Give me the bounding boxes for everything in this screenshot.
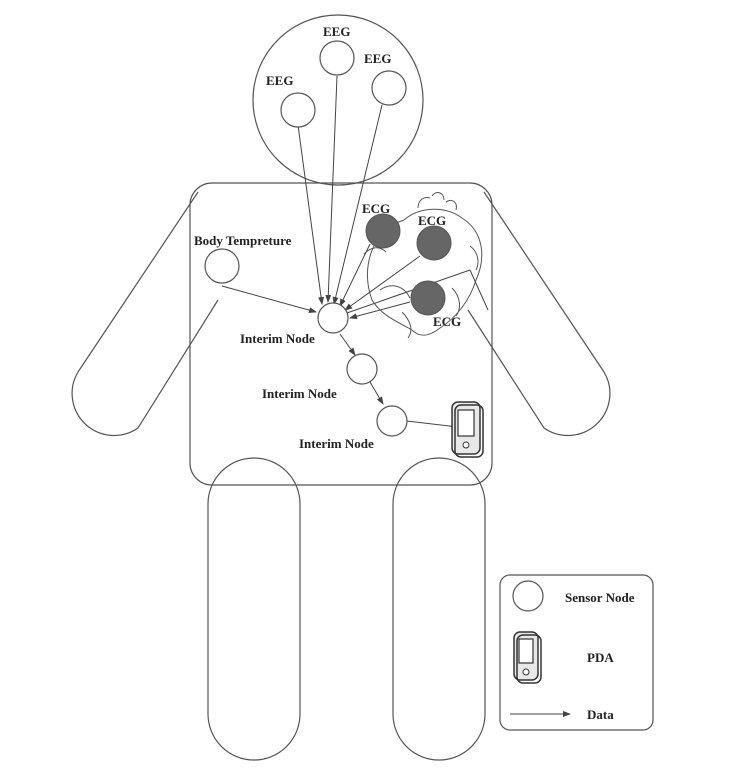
interim-node-2 — [346, 353, 378, 385]
right-leg-outline — [392, 457, 486, 761]
label-eeg-right: EEG — [364, 51, 391, 66]
arrow-ecg2-to-interim — [344, 255, 421, 311]
label-interim-node-3: Interim Node — [299, 436, 374, 451]
label-interim-node-1: Interim Node — [240, 331, 315, 346]
label-ecg-2: ECG — [418, 213, 446, 228]
eeg-sensor-node-1 — [280, 92, 316, 128]
arrow-interim1-to-interim2 — [339, 333, 356, 356]
torso-outline — [189, 182, 493, 486]
body-outline — [71, 14, 611, 761]
ecg-sensor-node-1 — [365, 213, 401, 249]
interim-node-3 — [376, 405, 408, 437]
label-body-temperature: Body Tempreture — [194, 233, 292, 248]
label-eeg-top: EEG — [323, 24, 350, 39]
pda-device-icon — [451, 401, 484, 458]
arrow-bodytemp-to-interim — [221, 285, 317, 314]
legend-box — [499, 574, 654, 731]
data-flow-arrows — [221, 75, 489, 431]
eeg-sensor-node-2 — [319, 40, 355, 76]
ecg-sensor-node-3 — [410, 280, 446, 316]
left-leg-outline — [207, 457, 301, 761]
legend-data-label: Data — [587, 707, 614, 722]
interim-node-1 — [317, 302, 349, 334]
head-outline — [252, 14, 424, 186]
arrow-eeg3-to-interim — [332, 104, 383, 305]
arrow-eeg2-to-interim — [325, 75, 338, 303]
arrow-ecg1-to-interim — [339, 243, 371, 307]
label-ecg-3: ECG — [433, 314, 461, 329]
heart-illustration — [363, 192, 483, 339]
left-arm-outline — [71, 191, 219, 437]
legend-sensor-node-label: Sensor Node — [565, 590, 635, 605]
ecg-sensors — [365, 213, 452, 316]
eeg-sensors — [280, 40, 407, 128]
eeg-sensor-node-3 — [371, 70, 407, 106]
legend: Sensor Node PDA Data — [499, 574, 654, 731]
interim-nodes — [317, 302, 408, 437]
label-interim-node-2: Interim Node — [262, 386, 337, 401]
line-ecg-extra — [343, 269, 471, 315]
legend-sensor-node-icon — [512, 580, 544, 612]
label-eeg-left: EEG — [266, 73, 293, 88]
arrow-eeg1-to-interim — [297, 124, 325, 305]
legend-pda-icon — [513, 631, 542, 684]
legend-pda-label: PDA — [587, 650, 614, 665]
label-ecg-1: ECG — [362, 201, 390, 216]
body-temperature-sensor-node — [204, 248, 240, 284]
right-arm-outline — [467, 191, 611, 437]
ecg-sensor-node-2 — [416, 225, 452, 261]
arrow-interim2-to-interim3 — [369, 381, 384, 405]
line-ecg-to-body — [469, 269, 489, 311]
arrow-ecg3-to-interim — [349, 301, 411, 320]
